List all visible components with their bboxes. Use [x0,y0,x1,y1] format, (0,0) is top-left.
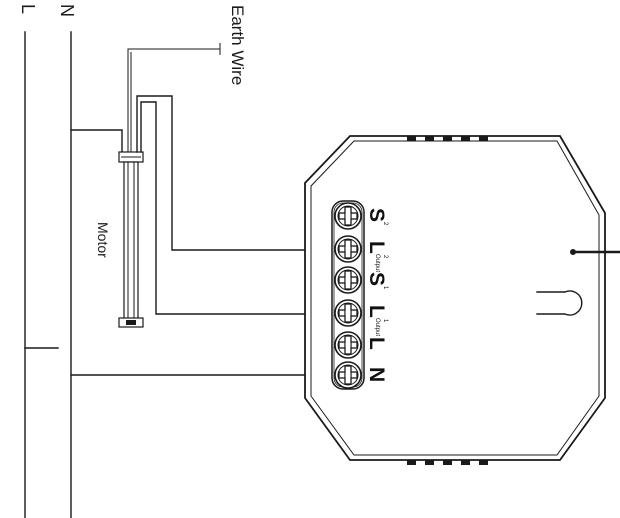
motor [118,151,144,328]
terminal-name: L [365,241,388,254]
terminal-number: 1 [382,286,388,290]
terminal-number: 1 [382,319,388,323]
terminal-label-1: S2 [365,208,388,226]
terminal-screw-3 [334,266,362,294]
terminal-name: L [365,337,388,350]
terminal-label-6: N [365,367,388,382]
terminal-label-5: L [365,337,388,350]
terminal-name: S [365,272,388,286]
terminal-screw-6 [334,361,362,389]
motor-wires [136,95,307,315]
switch-module [304,135,606,465]
mains-bus [24,31,72,518]
earth-wire-label: Earth Wire [228,5,247,85]
neutral-to-motor-wire [70,129,123,153]
terminal-number: 2 [382,222,388,226]
vent-slots-bottom [407,460,488,465]
terminal-screws [334,202,362,389]
line-label: L [18,4,38,14]
terminal-label-3: S1 [365,272,388,290]
terminal-name: S [365,208,388,222]
motor-label: Motor [95,222,111,258]
neutral-label: N [57,4,77,17]
terminal-output-note: Output [374,318,380,336]
earth-wire [127,43,221,152]
vent-slots-top [407,136,488,141]
antenna [570,249,620,255]
terminal-name: N [365,367,388,382]
terminal-screw-5 [334,331,362,359]
terminal-number: 2 [382,255,388,259]
terminal-screw-2 [334,235,362,263]
terminal-screw-4 [334,299,362,327]
terminal-screw-1 [334,202,362,230]
terminal-name: L [365,305,388,318]
terminal-output-note: Output [374,254,380,272]
button-icon [536,290,583,316]
